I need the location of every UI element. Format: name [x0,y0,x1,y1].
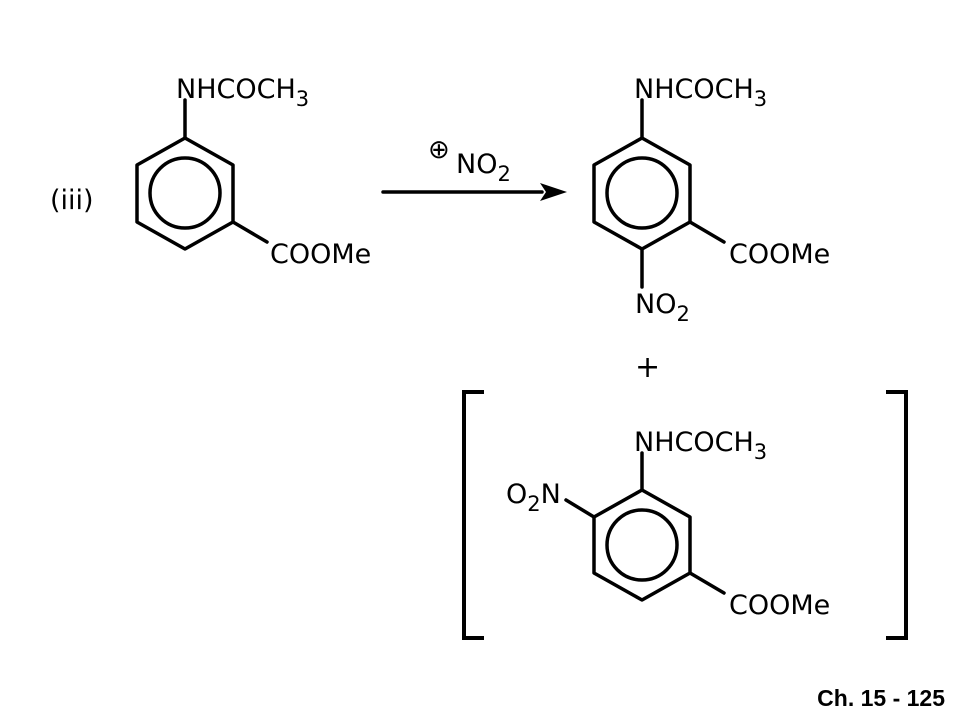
minor-nitro-label: O2N [506,479,561,516]
reactant-amide-label: NHCOCH3 [176,74,309,111]
minor-product-brackets [462,390,908,640]
major-ester-bond [688,220,726,244]
plus-sign: + [635,350,660,385]
major-product-molecule: NHCOCH3 COOMe NO2 [592,74,830,326]
minor-ester-label: COOMe [729,590,830,621]
reagent-nitronium: ⊕ NO2 [428,135,511,186]
reaction-arrow [381,183,567,201]
reactant-ester-bond [231,220,269,244]
reactant-ester-label: COOMe [270,239,371,270]
minor-product-molecule: NHCOCH3 COOMe O2N [506,427,830,621]
slide-footer: Ch. 15 - 125 [817,685,945,711]
arrow-head [540,183,567,201]
major-aromatic-circle [605,156,679,230]
major-nitro-label: NO2 [635,289,690,326]
reactant-aromatic-circle [148,156,222,230]
scheme-label: (iii) [50,185,94,216]
minor-ester-bond [688,571,726,595]
right-bracket [886,390,908,640]
left-bracket [462,390,484,640]
minor-aromatic-circle [605,508,679,582]
minor-amide-label: NHCOCH3 [634,427,767,464]
reagent-label: NO2 [456,149,511,186]
major-ester-label: COOMe [729,239,830,270]
major-amide-label: NHCOCH3 [634,74,767,111]
reactant-benzene-ring [135,136,235,251]
minor-nitro-bond [564,498,596,519]
reactant-molecule: NHCOCH3 COOMe [135,74,371,270]
positive-charge-icon: ⊕ [428,135,450,165]
